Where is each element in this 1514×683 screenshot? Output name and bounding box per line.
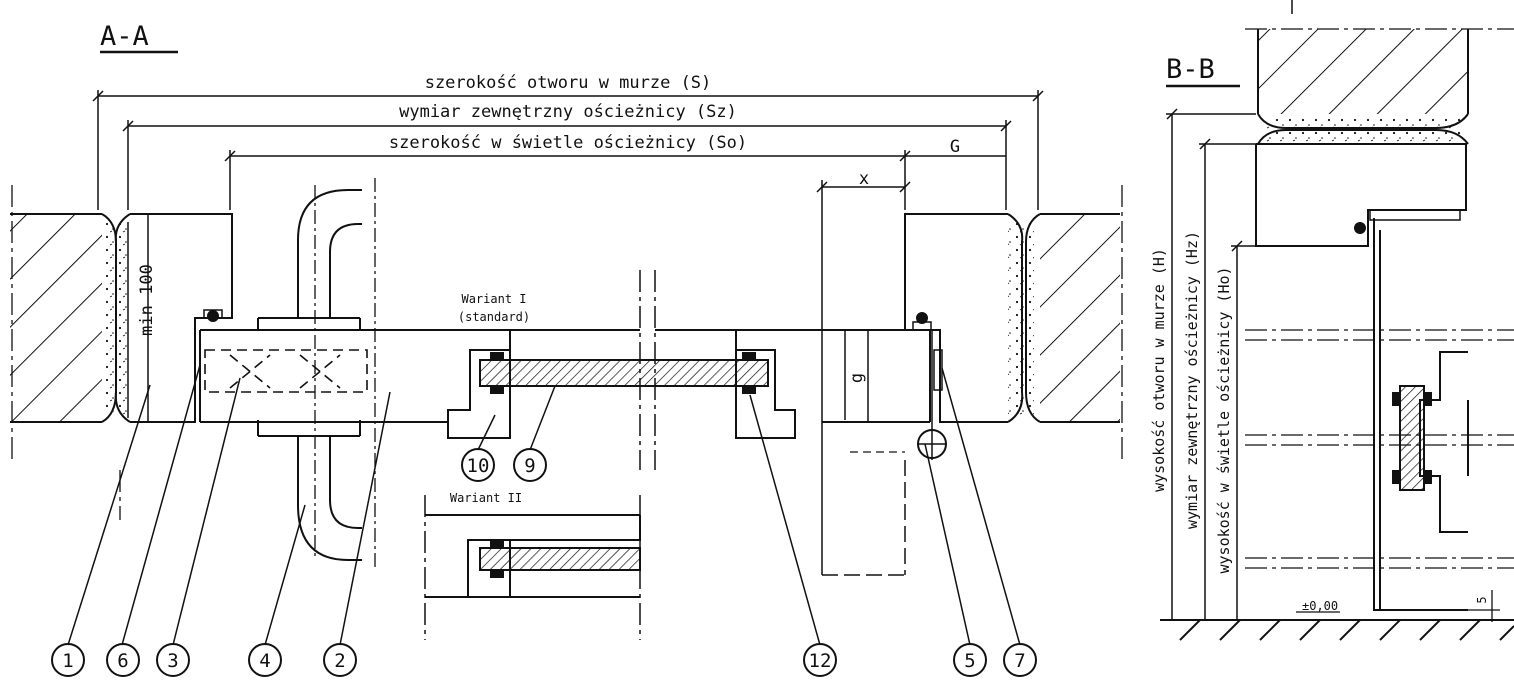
callout-6: 6 (106, 643, 140, 677)
callout-10: 10 (461, 448, 495, 482)
callout-3: 3 (156, 643, 190, 677)
head-frame (1255, 143, 1467, 247)
hinge (850, 330, 947, 460)
glazing-variant-2 (425, 514, 641, 598)
section-a-title: A-A (100, 21, 149, 52)
axis-lines (11, 185, 1123, 520)
svg-text:6: 6 (117, 650, 128, 672)
dim-label-min: min 100 (137, 264, 157, 336)
section-b-axes (1245, 329, 1514, 569)
dim-label-frame-clear: szerokość w świetle ościeżnicy (So) (389, 133, 747, 153)
svg-text:1: 1 (62, 650, 73, 672)
dim-label-x: x (859, 169, 869, 189)
dim-label-g-lower: g (847, 373, 867, 383)
left-wall (10, 213, 117, 423)
glazing-variant-1 (447, 330, 796, 439)
callout-5: 5 (953, 643, 987, 677)
callout-7: 7 (1003, 643, 1037, 677)
callout-12: 12 (803, 643, 837, 677)
lintel-wall (1257, 29, 1469, 129)
dim-label-frame-outer-height: wymiar zewnętrzny ościeżnicy (Hz) (1183, 231, 1201, 529)
dim-label-frame-outer: wymiar zewnętrzny ościeżnicy (Sz) (399, 102, 737, 122)
dim-line-frame-clear-height (1231, 240, 1256, 620)
svg-text:4: 4 (259, 650, 270, 672)
door-leaf (199, 329, 931, 423)
svg-text:7: 7 (1014, 650, 1025, 672)
door-handle (257, 178, 376, 570)
svg-text:5: 5 (964, 650, 975, 672)
variant-2-label: Wariant II (450, 491, 522, 505)
dim-line-opening-height (1166, 108, 1256, 620)
dim-label-five: 5 (1475, 596, 1489, 603)
break-lines (424, 270, 656, 640)
section-b-title: B-B (1166, 54, 1215, 85)
floor (1160, 619, 1514, 641)
dim-label-g-upper: G (950, 137, 960, 157)
callout-9: 9 (513, 448, 547, 482)
leader-lines (67, 364, 1021, 646)
dim-line-x (816, 180, 911, 576)
right-wall (1025, 213, 1120, 423)
level-mark: ±0,00 (1302, 599, 1338, 613)
dim-line-five (1468, 590, 1500, 622)
right-frame (904, 213, 1008, 423)
dim-line-frame-clear (224, 150, 911, 210)
dim-label-opening-height: wysokość otworu w murze (H) (1150, 248, 1168, 492)
svg-text:3: 3 (167, 650, 178, 672)
svg-text:9: 9 (524, 455, 535, 477)
section-b: B-B (1150, 0, 1514, 641)
dim-line-frame-outer (122, 120, 1012, 210)
variant-1-label: Wariant I (461, 292, 526, 306)
svg-text:2: 2 (334, 650, 345, 672)
lock-outline (204, 349, 368, 393)
dim-line-opening-width (92, 90, 1044, 210)
svg-text:10: 10 (467, 455, 490, 477)
dim-label-opening-width: szerokość otworu w murze (S) (425, 73, 712, 93)
dim-line-frame-outer-height (1199, 138, 1256, 620)
dim-label-frame-clear-height: wysokość w świetle ościeżnicy (Ho) (1215, 266, 1233, 573)
left-mortar-fill (102, 213, 131, 423)
callout-4: 4 (248, 643, 282, 677)
svg-text:12: 12 (809, 650, 832, 672)
leaf-vertical (1373, 218, 1469, 611)
callout-1: 1 (51, 643, 85, 677)
callout-2: 2 (323, 643, 357, 677)
lintel-mortar-fill (1257, 116, 1469, 145)
section-a: A-A (10, 21, 1123, 677)
right-mortar-fill (1007, 213, 1034, 423)
variant-1-sublabel: (standard) (458, 310, 530, 324)
